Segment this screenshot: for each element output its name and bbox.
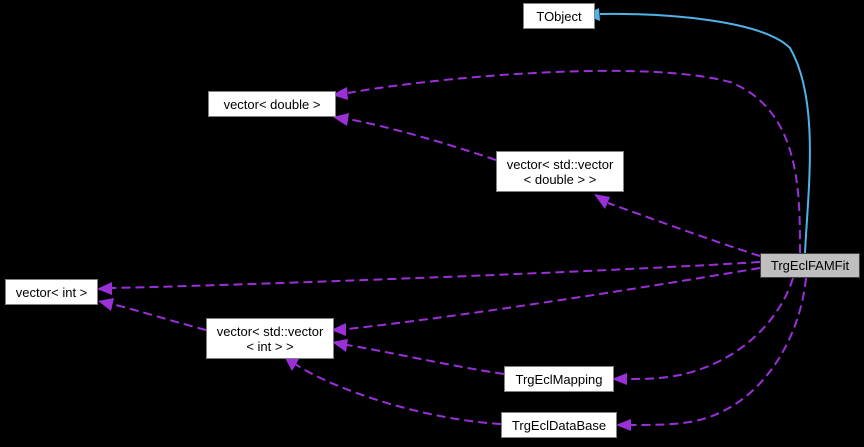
node-trgeclfamfit[interactable]: TrgEclFAMFit xyxy=(760,253,860,278)
edge-mapping-to-vvint xyxy=(332,339,505,375)
edge-vvint-to-vector-int xyxy=(98,298,207,331)
node-tobject[interactable]: TObject xyxy=(523,3,595,29)
edge-famfit-to-vvint xyxy=(331,267,761,336)
node-trgecldatabase[interactable]: TrgEclDataBase xyxy=(501,412,617,438)
node-vector-int[interactable]: vector< int > xyxy=(5,279,98,305)
arrowhead-icon xyxy=(98,298,114,311)
edge-famfit-to-vector-double xyxy=(332,69,801,254)
arrowhead-icon xyxy=(97,282,112,295)
edge-database-to-vvint xyxy=(284,356,502,425)
edge-famfit-to-mapping xyxy=(612,277,794,385)
node-trgeclmapping[interactable]: TrgEclMapping xyxy=(504,366,614,392)
node-vector-double-label: vector< double > xyxy=(223,96,321,112)
edge-vvdouble-to-vector-double xyxy=(333,113,497,161)
edge-famfit-to-tobject xyxy=(585,8,811,254)
arrowhead-icon xyxy=(616,419,631,431)
node-tobject-label: TObject xyxy=(536,8,582,24)
arrowhead-icon xyxy=(333,113,349,126)
arrowhead-icon xyxy=(332,339,348,352)
arrowhead-icon xyxy=(594,194,610,209)
node-vector-vector-int[interactable]: vector< std::vector < int > > xyxy=(206,318,334,359)
arrowhead-icon xyxy=(284,356,299,371)
node-vector-int-label: vector< int > xyxy=(15,284,88,300)
arrowhead-icon xyxy=(612,373,627,385)
node-trgeclmapping-label: TrgEclMapping xyxy=(515,371,603,387)
node-vector-vector-double[interactable]: vector< std::vector < double > > xyxy=(496,151,624,192)
arrowhead-icon xyxy=(332,87,348,100)
node-trgeclfamfit-label: TrgEclFAMFit xyxy=(770,258,850,273)
edge-famfit-to-vector-int xyxy=(97,261,761,295)
node-vector-vector-double-label: vector< std::vector < double > > xyxy=(506,156,614,187)
node-vector-double[interactable]: vector< double > xyxy=(208,91,336,117)
arrowhead-icon xyxy=(331,323,346,336)
edge-famfit-to-vvdouble xyxy=(594,194,761,257)
edge-famfit-to-database xyxy=(616,277,807,431)
node-vector-vector-int-label: vector< std::vector < int > > xyxy=(216,323,324,354)
node-trgecldatabase-label: TrgEclDataBase xyxy=(511,417,607,433)
